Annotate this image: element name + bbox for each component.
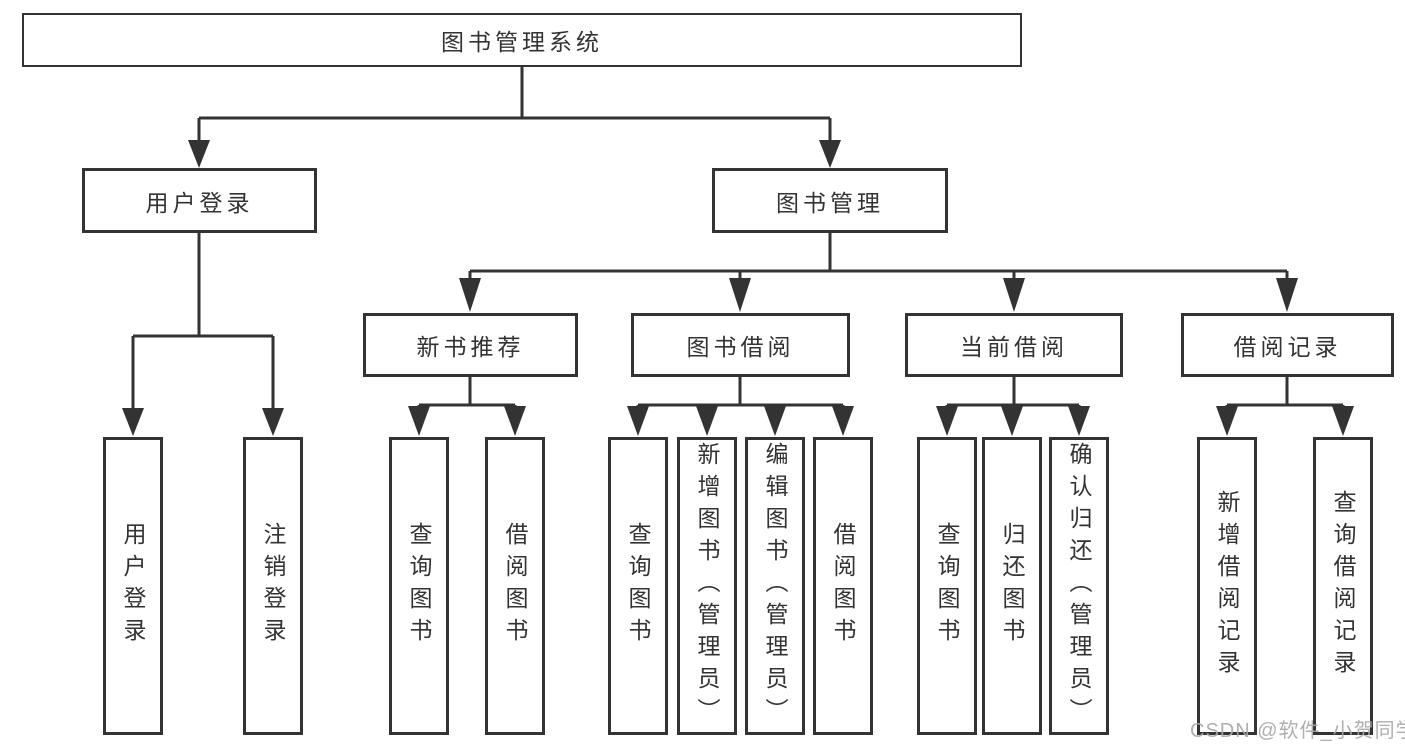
- node-edit-books-admin: 编辑图书（管理员）: [745, 437, 805, 735]
- node-label: 编辑图书（管理员）: [762, 442, 788, 730]
- node-borrow-records: 借阅记录: [1181, 313, 1394, 377]
- node-label: 新增图书（管理员）: [694, 442, 720, 730]
- node-logout: 注销登录: [243, 437, 303, 735]
- node-label: 图书借阅: [686, 334, 795, 360]
- arrow-down-icon: [627, 406, 854, 436]
- connector-stem: [131, 233, 275, 410]
- node-label: 归还图书: [999, 522, 1025, 650]
- node-label: 查询图书: [406, 522, 432, 650]
- connector-book-management-to-children: [459, 233, 1298, 312]
- node-label: 用户登录: [120, 522, 146, 650]
- connector-stem: [945, 377, 1081, 410]
- arrow-down-icon: [188, 140, 841, 168]
- node-label: 查询图书: [934, 522, 960, 650]
- node-label: 图书管理系统: [441, 29, 603, 55]
- node-label: 图书管理: [776, 189, 884, 216]
- arrow-down-icon: [408, 406, 526, 436]
- connector-stem: [1225, 377, 1345, 410]
- arrow-down-icon: [122, 408, 284, 436]
- arrow-down-icon: [459, 278, 1298, 312]
- node-confirm-return-admin: 确认归还（管理员）: [1049, 437, 1109, 735]
- node-add-books-admin: 新增图书（管理员）: [677, 437, 737, 735]
- connector-root-to-children: [188, 67, 841, 168]
- connector-borrow-records-to-children: [1216, 377, 1354, 436]
- node-book-management: 图书管理: [712, 168, 948, 233]
- node-current-borrowing: 当前借阅: [905, 313, 1123, 377]
- node-new-book-recommend: 新书推荐: [363, 313, 578, 377]
- node-borrow-books-borrowing: 借阅图书: [813, 437, 873, 735]
- node-return-books: 归还图书: [982, 437, 1042, 735]
- node-query-books-recommend: 查询图书: [389, 437, 449, 735]
- node-query-borrow-record: 查询借阅记录: [1313, 437, 1373, 735]
- connector-user-login-to-children: [122, 233, 284, 436]
- node-add-borrow-record: 新增借阅记录: [1197, 437, 1257, 735]
- node-label: 用户登录: [145, 189, 254, 216]
- connector-stem: [197, 67, 832, 144]
- node-user-login-action: 用户登录: [103, 437, 163, 735]
- node-label: 借阅图书: [502, 522, 528, 650]
- arrow-down-icon: [1216, 406, 1354, 436]
- node-label: 借阅记录: [1233, 334, 1342, 360]
- node-label: 新增借阅记录: [1214, 490, 1240, 682]
- node-label: 确认归还（管理员）: [1066, 442, 1092, 730]
- node-label: 当前借阅: [960, 334, 1068, 360]
- node-label: 查询图书: [625, 522, 651, 650]
- connector-stem: [468, 233, 1289, 282]
- node-query-books-current: 查询图书: [917, 437, 977, 735]
- node-label: 借阅图书: [830, 522, 856, 650]
- node-label: 查询借阅记录: [1330, 490, 1356, 682]
- connector-stem: [636, 377, 845, 410]
- connector-current-borrowing-to-children: [936, 377, 1090, 436]
- node-borrow-books-recommend: 借阅图书: [485, 437, 545, 735]
- node-book-borrowing: 图书借阅: [631, 313, 850, 377]
- csdn-watermark: CSDN @软件_小贺同学: [1190, 720, 1405, 742]
- node-label: 新书推荐: [416, 334, 525, 360]
- connector-new-book-recommend-to-children: [408, 377, 526, 436]
- connector-stem: [417, 377, 517, 410]
- node-library-management-system: 图书管理系统: [22, 13, 1022, 67]
- node-user-login: 用户登录: [82, 168, 317, 233]
- node-query-books-borrowing: 查询图书: [608, 437, 668, 735]
- connector-book-borrowing-to-children: [627, 377, 854, 436]
- arrow-down-icon: [936, 406, 1090, 436]
- node-label: 注销登录: [260, 522, 286, 650]
